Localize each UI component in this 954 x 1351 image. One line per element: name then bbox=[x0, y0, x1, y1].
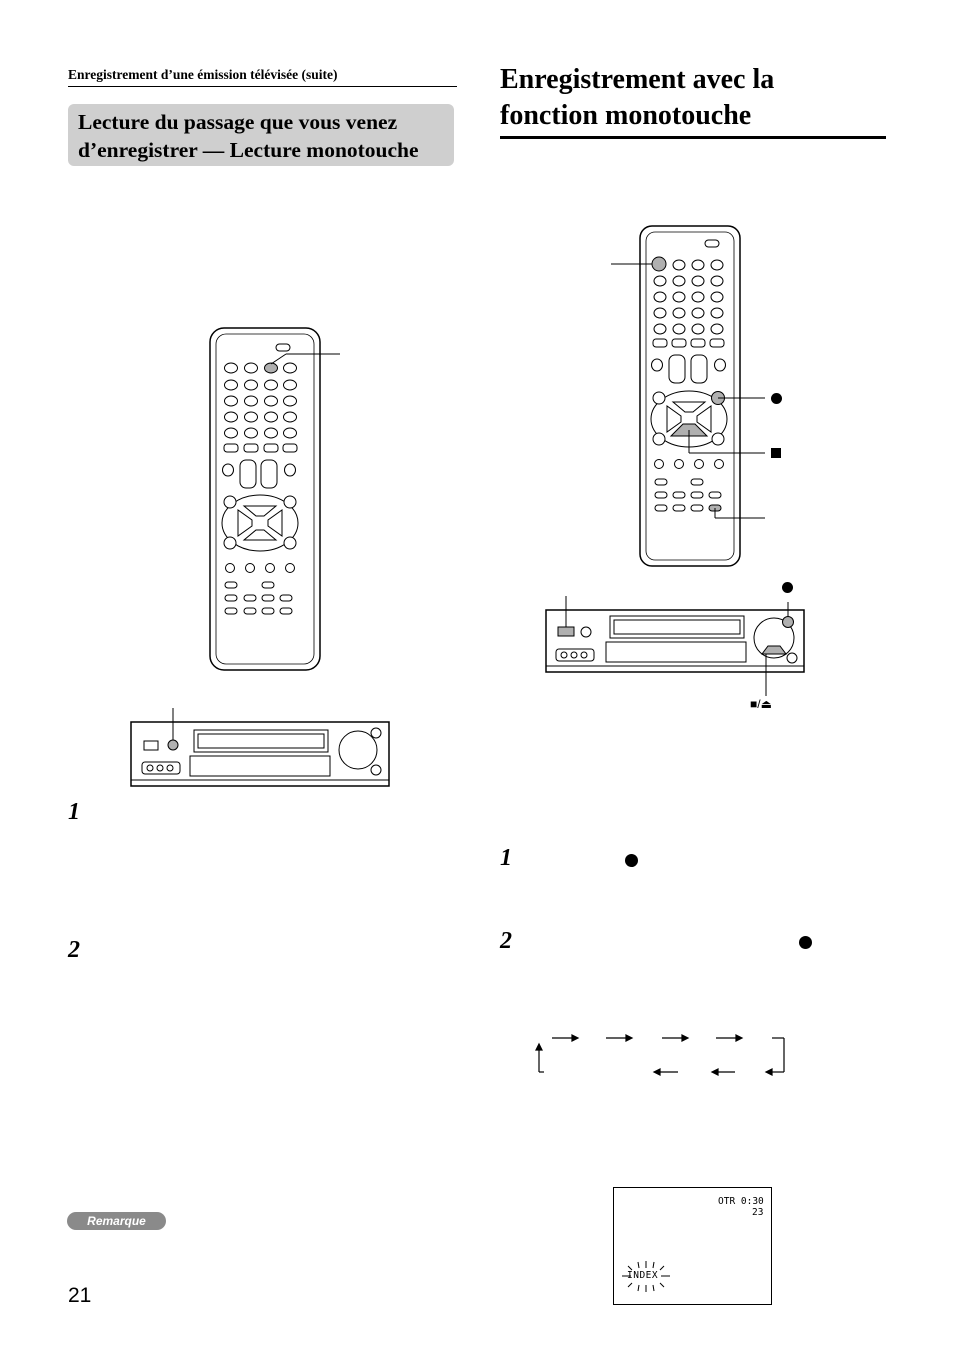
osd-index-label: INDEX bbox=[627, 1270, 659, 1281]
running-head: Enregistrement d’une émission télévisée … bbox=[68, 67, 338, 82]
vcr-left-illustration bbox=[130, 708, 390, 787]
step-1-record-bullet-icon bbox=[625, 854, 638, 867]
title-rule bbox=[500, 136, 886, 139]
page-number: 21 bbox=[68, 1284, 92, 1307]
right-step-1-number: 1 bbox=[500, 845, 512, 871]
page-title: Enregistrement avec la fonction monotouc… bbox=[500, 62, 880, 134]
stop-square-icon bbox=[771, 448, 781, 458]
otr-cycle-arrows-diagram bbox=[535, 1034, 785, 1076]
section-title-box bbox=[68, 104, 454, 166]
left-step-2-number: 2 bbox=[68, 937, 80, 963]
vcr-right-illustration bbox=[545, 596, 805, 696]
section-title: Lecture du passage que vous venez d’enre… bbox=[78, 108, 452, 164]
page-title-line-2: fonction monotouche bbox=[500, 100, 752, 131]
page-title-line-1: Enregistrement avec la bbox=[500, 64, 775, 95]
left-step-1-number: 1 bbox=[68, 799, 80, 825]
record-bullet-icon bbox=[771, 393, 782, 404]
vcr-stop-eject-label: ■/⏏ bbox=[750, 697, 772, 711]
osd-channel: 23 bbox=[752, 1207, 764, 1218]
remote-control-right-illustration bbox=[611, 225, 765, 567]
remarque-badge: Remarque bbox=[67, 1212, 166, 1230]
tv-screen-osd: OTR 0:30 23 INDEX bbox=[613, 1187, 772, 1305]
header-rule bbox=[68, 86, 457, 87]
vcr-record-bullet-icon bbox=[782, 582, 793, 593]
section-title-line-2: d’enregistrer — Lecture monotouche bbox=[78, 138, 419, 162]
section-title-line-1: Lecture du passage que vous venez bbox=[78, 110, 398, 134]
step-2-record-bullet-icon bbox=[799, 936, 812, 949]
osd-otr-time: OTR 0:30 bbox=[718, 1196, 764, 1207]
remote-control-left-illustration bbox=[209, 327, 340, 671]
right-step-2-number: 2 bbox=[500, 928, 512, 954]
osd-index-blink-icon bbox=[622, 1261, 670, 1292]
